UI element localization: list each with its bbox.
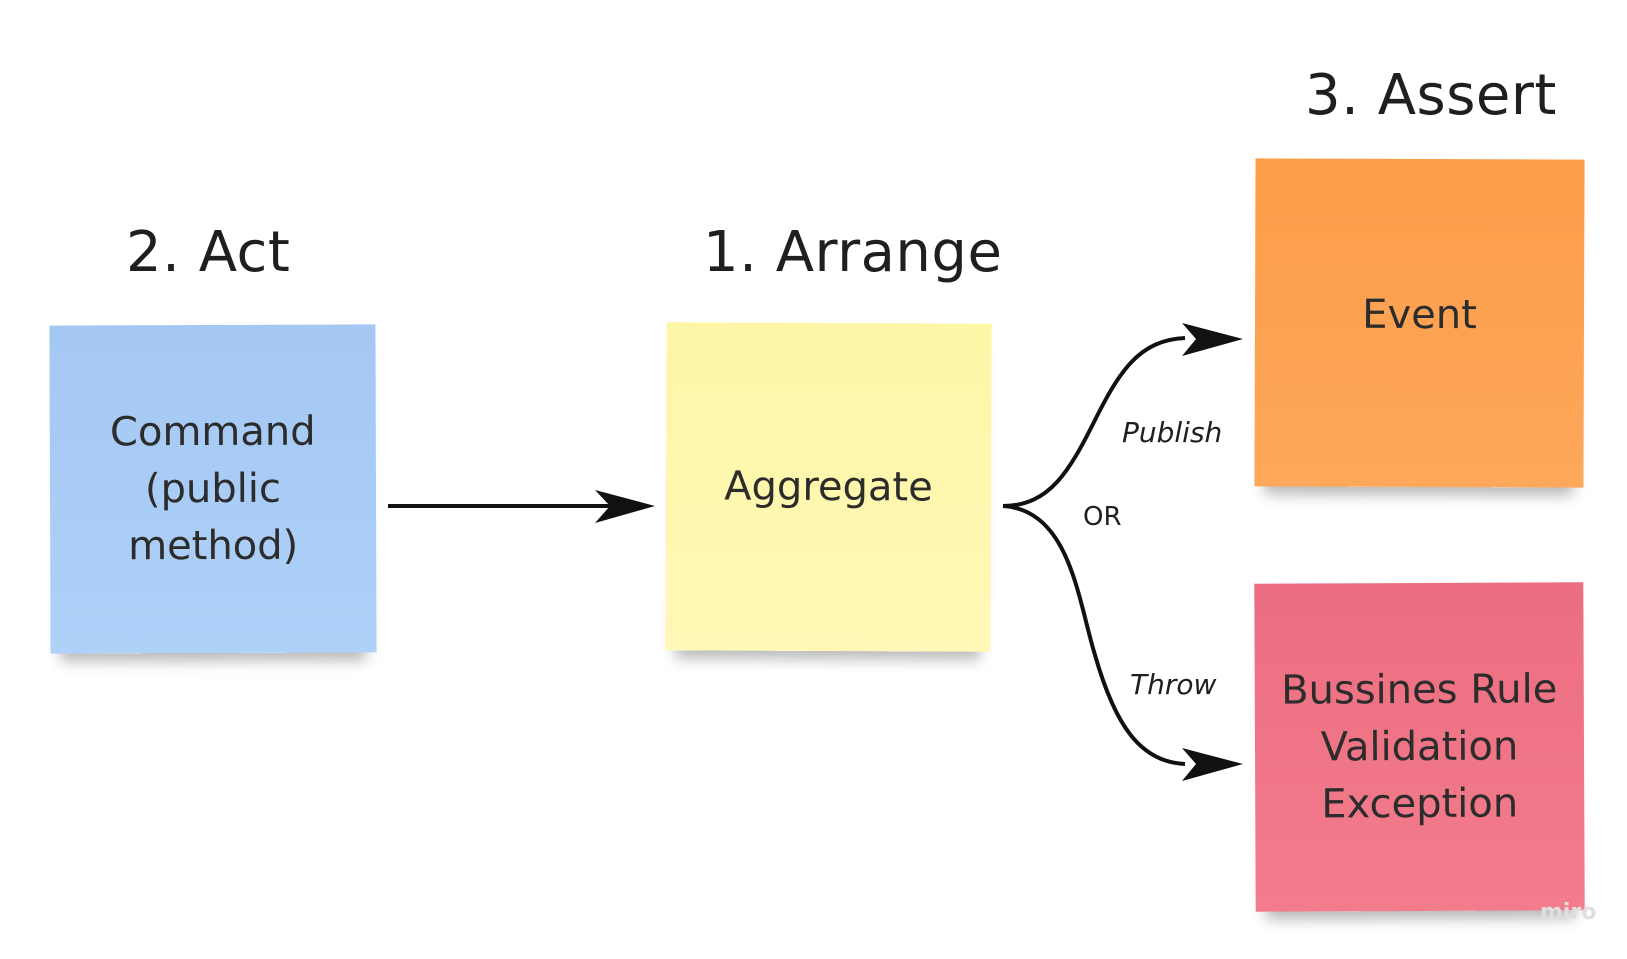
heading-arrange: 1. Arrange (703, 220, 1003, 285)
or-label: OR (1083, 502, 1122, 532)
arrow-command-to-aggregate[interactable] (388, 490, 655, 523)
publish-label: Publish (1122, 416, 1223, 449)
heading-act: 2. Act (126, 220, 291, 285)
throw-label: Throw (1130, 668, 1217, 701)
arrow-aggregate-to-event[interactable] (1002, 323, 1243, 508)
arrow-aggregate-to-exception[interactable] (1002, 504, 1243, 781)
miro-watermark-logo: miro (1540, 900, 1597, 925)
heading-assert: 3. Assert (1305, 63, 1557, 128)
